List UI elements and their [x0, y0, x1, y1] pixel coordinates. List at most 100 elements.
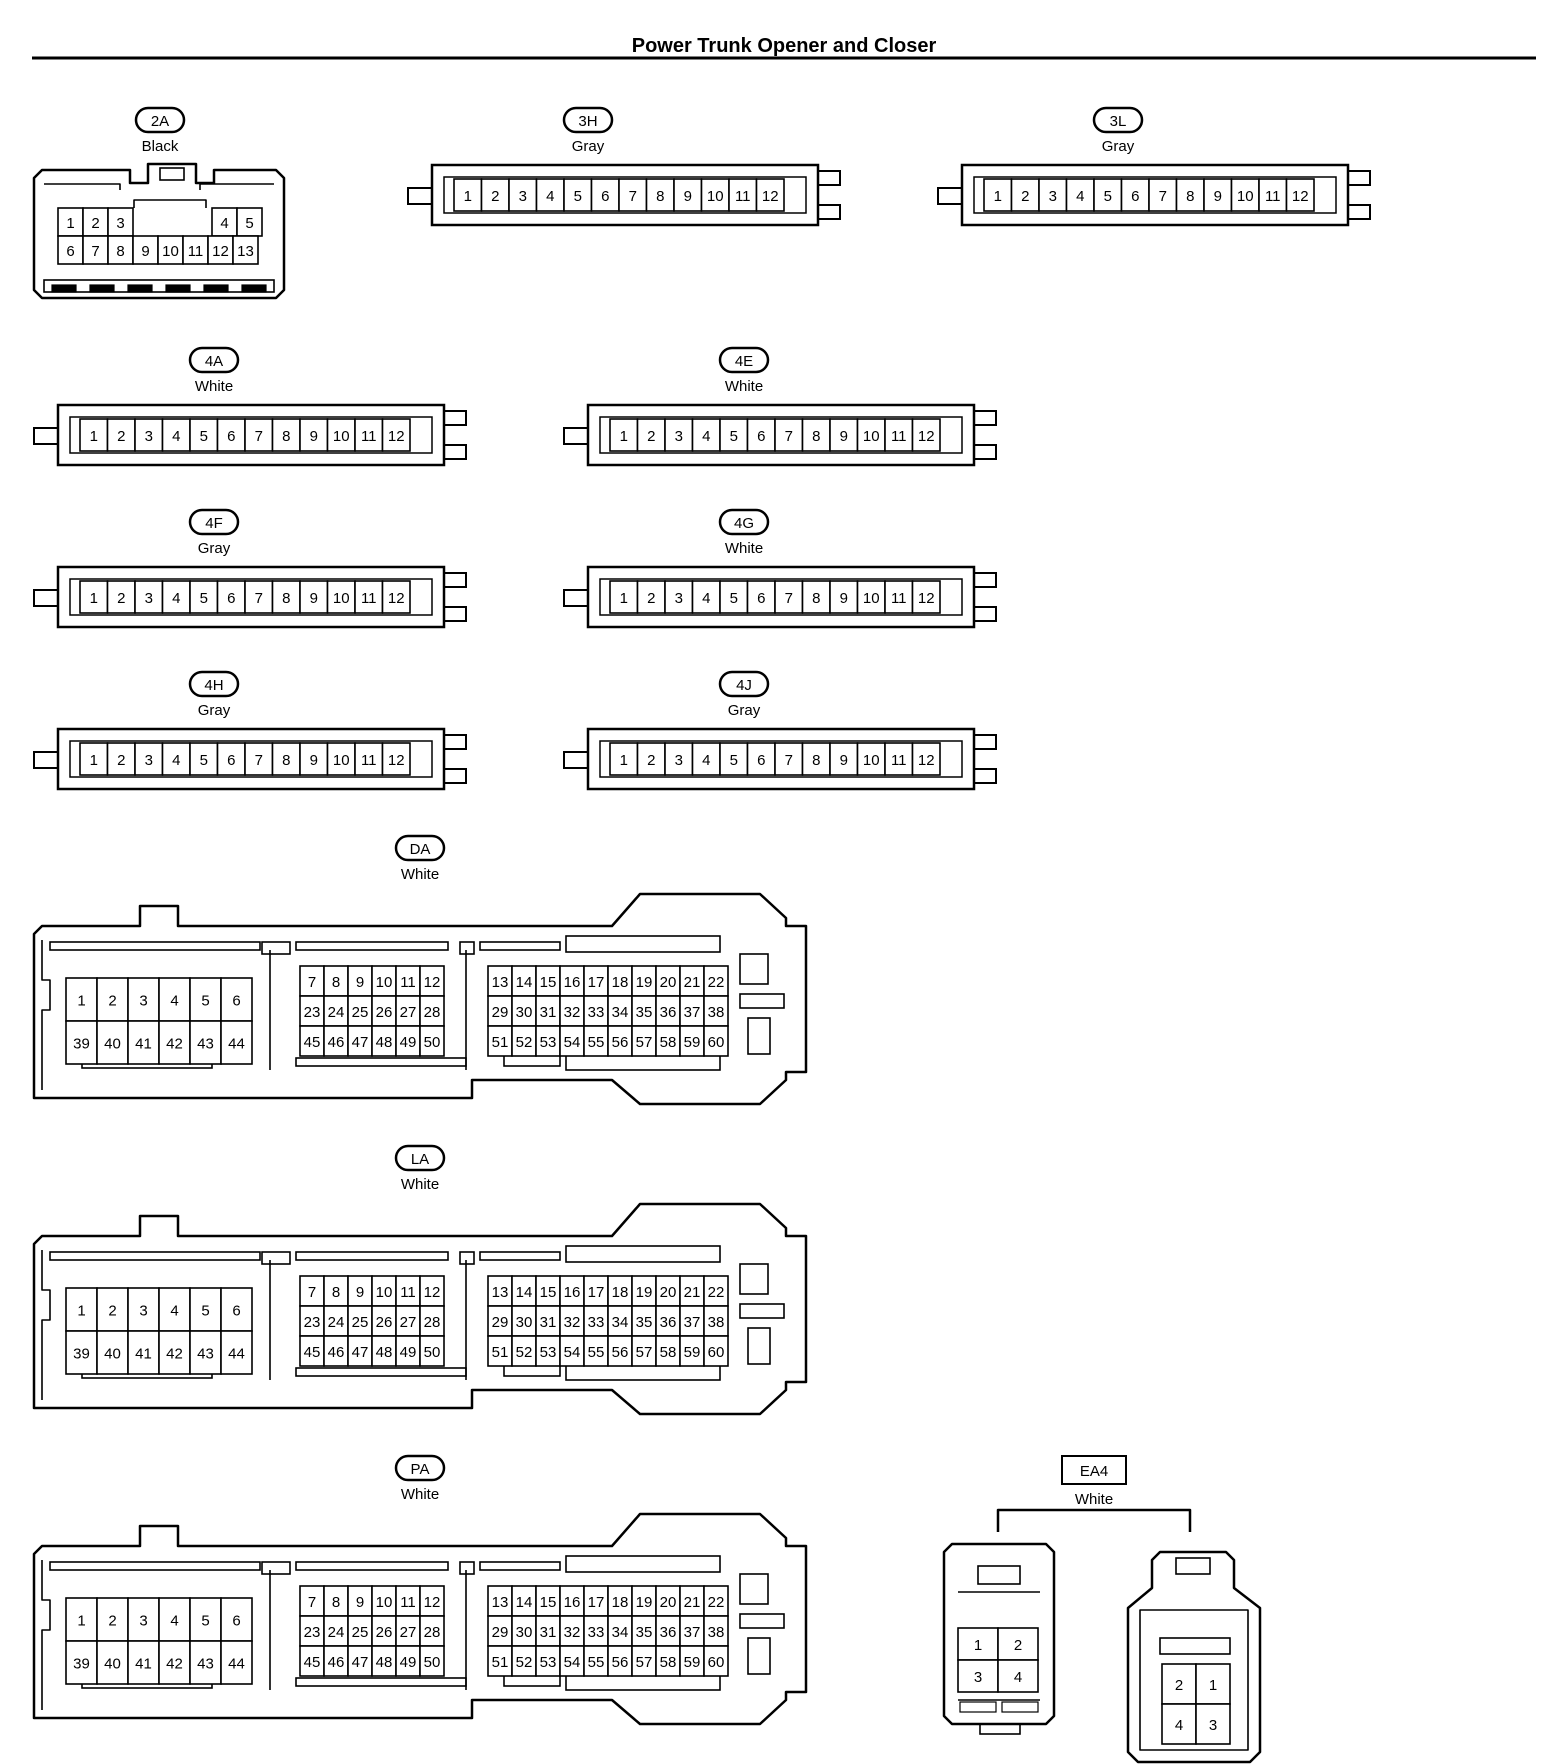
pin-cavity [65, 1287, 98, 1332]
pin-number: 3 [145, 752, 153, 769]
pin-number: 12 [212, 243, 229, 260]
pin-cavity [354, 418, 384, 452]
pin-number: 11 [188, 243, 204, 260]
pin-number: 4 [170, 1303, 178, 1320]
pin-number: 10 [863, 590, 880, 607]
terminal-slot [241, 284, 267, 293]
connector-code-badge [718, 670, 770, 698]
pin-number: 25 [352, 1314, 369, 1331]
pin-number: 4 [220, 215, 228, 232]
pin-number: 17 [588, 1594, 605, 1611]
housing-outline [32, 1512, 808, 1726]
pin-number: 10 [1237, 188, 1254, 205]
pin-cavity [583, 1335, 609, 1367]
connector-code: 4F [205, 515, 223, 532]
pin-number: 4 [702, 428, 710, 445]
housing-outline [44, 183, 274, 190]
connector-color: White [401, 1486, 439, 1503]
connector-color: Gray [1102, 138, 1135, 155]
pin-number: 43 [197, 1656, 214, 1673]
pin-cavity [395, 1585, 421, 1617]
lock-block [261, 941, 291, 955]
pin-number: 7 [91, 243, 99, 260]
pin-number: 12 [388, 590, 405, 607]
pin-number: 7 [255, 590, 263, 607]
connector-code: 3H [578, 113, 597, 130]
pin-number: 37 [684, 1624, 701, 1641]
pin-number: 5 [201, 1303, 209, 1320]
pin-number: 4 [170, 1613, 178, 1630]
pin-number: 6 [227, 428, 235, 445]
pin-number: 48 [376, 1654, 393, 1671]
housing-outline [133, 199, 207, 208]
housing-outline [563, 427, 589, 445]
housing-outline [69, 416, 433, 454]
pin-cavity [232, 235, 259, 265]
housing-outline [443, 176, 807, 214]
pin-cavity [419, 1305, 445, 1337]
housing-rib [1159, 1637, 1231, 1655]
guide-slot [739, 993, 785, 1009]
pin-cavity [323, 1025, 349, 1057]
pin-number: 8 [282, 752, 290, 769]
pin-cavity [189, 742, 219, 776]
pin-number: 1 [620, 590, 628, 607]
pin-number: 9 [141, 243, 149, 260]
pin-number: 24 [328, 1314, 345, 1331]
pin-number: 20 [660, 974, 677, 991]
pin-cavity [655, 1335, 681, 1367]
pin-number: 15 [540, 974, 557, 991]
housing-rib [49, 1251, 261, 1261]
pin-number: 13 [237, 243, 254, 260]
pin-number: 55 [588, 1344, 605, 1361]
pin-cavity [127, 1020, 160, 1065]
connector-code: 4G [734, 515, 754, 532]
housing-outline [1139, 1609, 1249, 1751]
pin-number: 27 [400, 1624, 417, 1641]
pin-number: 49 [400, 1034, 417, 1051]
housing-outline [599, 740, 963, 778]
pin-number: 8 [812, 428, 820, 445]
pin-cavity [583, 1615, 609, 1647]
pin-cavity [419, 1335, 445, 1367]
connector-code-badge [394, 1144, 446, 1172]
pin-number: 10 [162, 243, 179, 260]
pin-number: 32 [564, 1314, 581, 1331]
pin-number: 1 [90, 752, 98, 769]
pin-number: 14 [516, 1284, 533, 1301]
pin-number: 53 [540, 1034, 557, 1051]
pin-number: 10 [707, 188, 724, 205]
pin-cavity [703, 965, 729, 997]
pin-number: 58 [660, 1344, 677, 1361]
pin-number: 11 [400, 1284, 416, 1301]
pin-number: 12 [388, 752, 405, 769]
pin-number: 1 [994, 188, 1002, 205]
pin-number: 25 [352, 1624, 369, 1641]
pin-number: 9 [840, 590, 848, 607]
pin-number: 31 [540, 1624, 557, 1641]
connector-code-badge [718, 508, 770, 536]
pin-number: 5 [1104, 188, 1112, 205]
pin-cavity [1285, 178, 1315, 212]
pin-number: 10 [376, 974, 393, 991]
pin-cavity [127, 1287, 160, 1332]
pin-number: 30 [516, 1314, 533, 1331]
pin-cavity [371, 965, 397, 997]
pin-cavity [1195, 1703, 1231, 1745]
pin-cavity [299, 995, 325, 1027]
pin-cavity [829, 418, 859, 452]
pin-number: 16 [564, 974, 581, 991]
pin-number: 4 [546, 188, 554, 205]
pin-cavity [371, 995, 397, 1027]
housing-outline [41, 1560, 51, 1710]
pin-cavity [189, 418, 219, 452]
pin-number: 3 [145, 590, 153, 607]
pin-number: 52 [516, 1654, 533, 1671]
connector-code: PA [411, 1461, 430, 1478]
